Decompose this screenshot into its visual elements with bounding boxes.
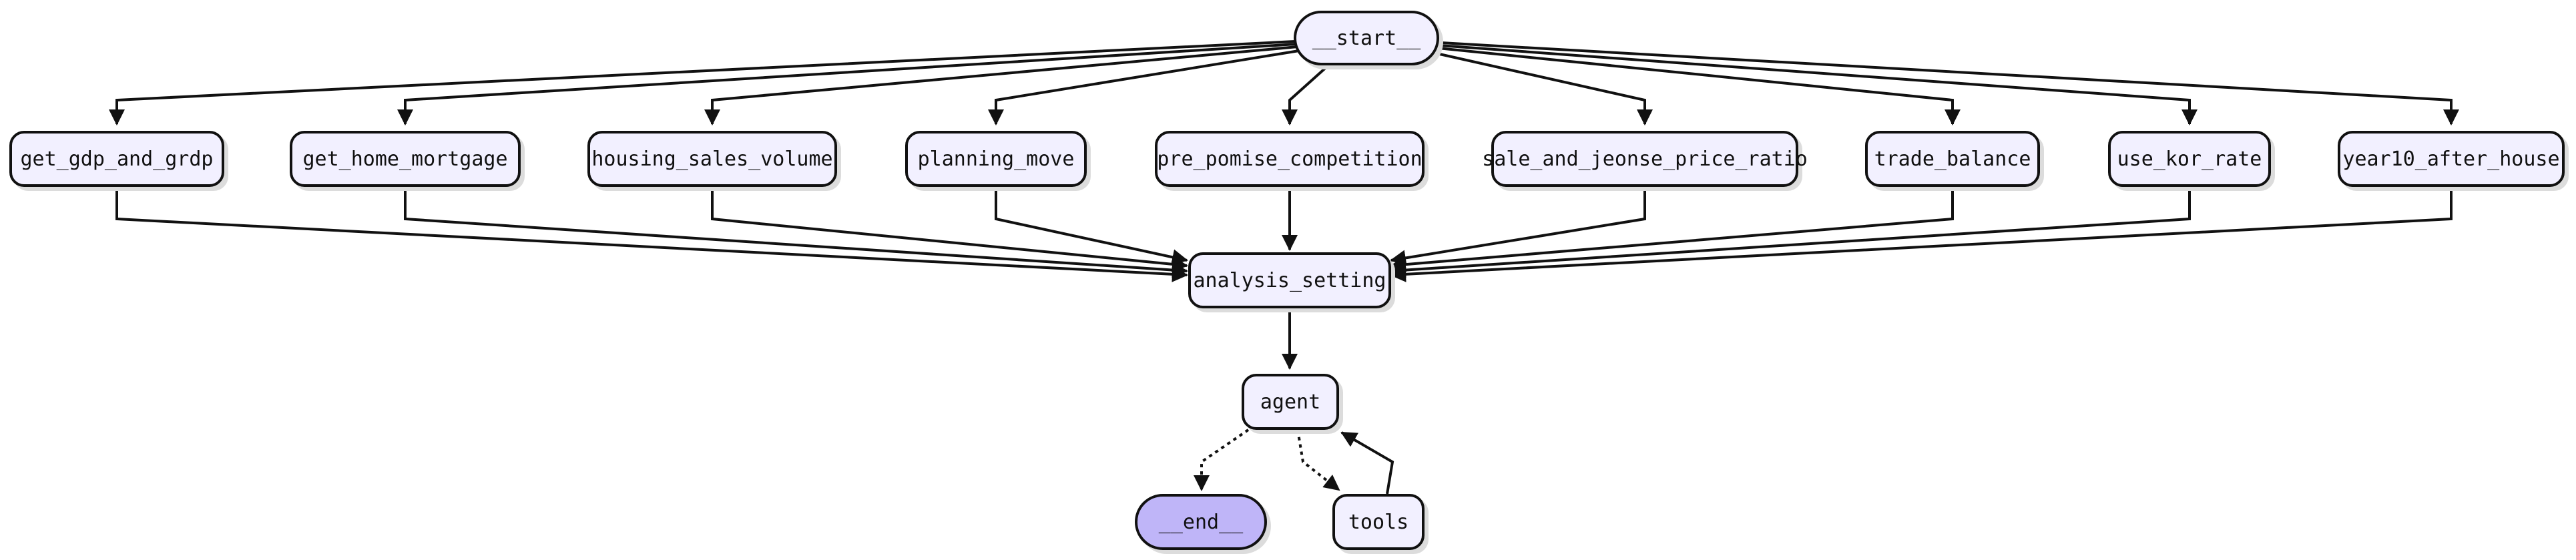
node-use-kor-rate-label: use_kor_rate — [2117, 147, 2262, 171]
node-sale-and-jeonse-price-ratio-label: sale_and_jeonse_price_ratio — [1482, 147, 1808, 171]
node-trade-balance-label: trade_balance — [1874, 147, 2031, 171]
node-end[interactable]: __end__ — [1135, 494, 1267, 550]
edge-start-to-get-gdp-and-grdp — [109, 40, 1296, 125]
node-start-label: __start__ — [1312, 26, 1421, 50]
node-analysis-setting[interactable]: analysis_setting — [1188, 252, 1391, 308]
node-pre-pomise-competition-label: pre_pomise_competition — [1157, 147, 1423, 171]
node-use-kor-rate[interactable]: use_kor_rate — [2108, 131, 2271, 187]
edge-get-gdp-and-grdp-to-analysis-setting — [115, 187, 1188, 282]
edge-start-to-sale-and-jeonse-price-ratio — [1436, 52, 1653, 125]
edge-start-to-use-kor-rate — [1439, 44, 2198, 125]
node-planning-move-label: planning_move — [917, 147, 1075, 171]
edge-start-to-pre-pomise-competition — [1282, 64, 1330, 125]
node-tools[interactable]: tools — [1332, 494, 1425, 550]
edge-start-to-get-home-mortgage — [397, 43, 1297, 125]
edge-use-kor-rate-to-analysis-setting — [1390, 187, 2191, 278]
edge-agent-to-end — [1194, 429, 1250, 491]
edge-agent-to-tools — [1296, 429, 1340, 491]
edge-year10-after-house-to-analysis-setting — [1390, 187, 2453, 282]
node-analysis-setting-label: analysis_setting — [1193, 268, 1386, 292]
node-get-home-mortgage-label: get_home_mortgage — [302, 147, 508, 171]
node-start[interactable]: __start__ — [1294, 11, 1439, 65]
node-housing-sales-volume[interactable]: housing_sales_volume — [587, 131, 837, 187]
edge-start-to-year10-after-house — [1440, 41, 2459, 125]
edge-get-home-mortgage-to-analysis-setting — [404, 187, 1188, 278]
edge-trade-balance-to-analysis-setting — [1390, 187, 1954, 273]
node-planning-move[interactable]: planning_move — [905, 131, 1087, 187]
node-agent[interactable]: agent — [1242, 374, 1339, 430]
node-year10-after-house[interactable]: year10_after_house — [2338, 131, 2565, 187]
node-year10-after-house-label: year10_after_house — [2342, 147, 2560, 171]
node-end-label: __end__ — [1158, 510, 1244, 534]
node-housing-sales-volume-label: housing_sales_volume — [591, 147, 833, 171]
edge-planning-move-to-analysis-setting — [995, 187, 1188, 266]
node-pre-pomise-competition[interactable]: pre_pomise_competition — [1155, 131, 1425, 187]
edge-tools-to-agent — [1340, 431, 1394, 495]
edge-sale-and-jeonse-price-ratio-to-analysis-setting — [1390, 187, 1646, 266]
edge-start-to-housing-sales-volume — [704, 45, 1298, 125]
node-agent-label: agent — [1260, 390, 1321, 414]
edge-start-to-planning-move — [988, 49, 1300, 125]
node-get-home-mortgage[interactable]: get_home_mortgage — [290, 131, 521, 187]
edge-start-to-trade-balance — [1437, 47, 1961, 125]
node-get-gdp-and-grdp[interactable]: get_gdp_and_grdp — [9, 131, 224, 187]
node-sale-and-jeonse-price-ratio[interactable]: sale_and_jeonse_price_ratio — [1482, 131, 1808, 187]
node-trade-balance[interactable]: trade_balance — [1865, 131, 2040, 187]
edge-housing-sales-volume-to-analysis-setting — [711, 187, 1188, 272]
node-get-gdp-and-grdp-label: get_gdp_and_grdp — [20, 147, 214, 171]
node-tools-label: tools — [1348, 510, 1409, 534]
